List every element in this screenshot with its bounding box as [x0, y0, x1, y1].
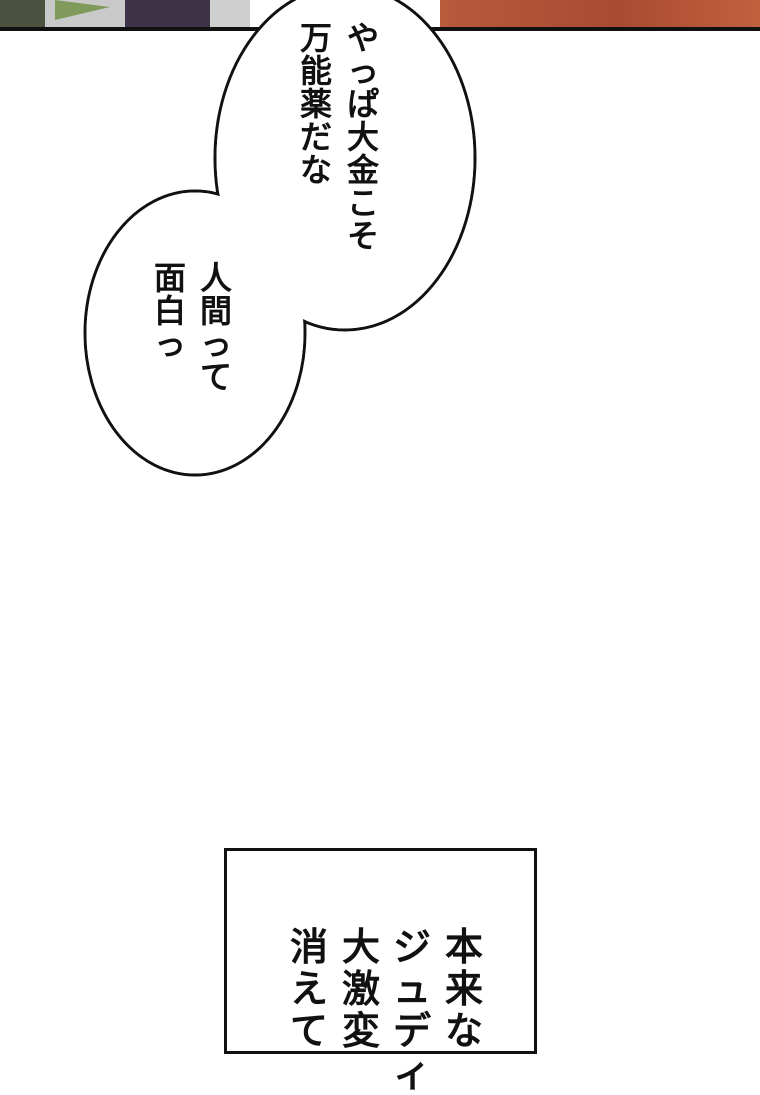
art-grey-2 [210, 0, 250, 27]
narration-line-3: 大激変 [341, 924, 380, 1053]
narration-line-2: ジュディ [392, 924, 431, 1095]
bubble-2-line-2: 面白っ [153, 259, 186, 363]
art-dark-green [0, 0, 45, 27]
narration-line-1: 本来な [444, 924, 483, 1053]
bubble-1-line-2: 万能薬だな [299, 19, 332, 189]
bubble-2-line-1: 人間って [199, 259, 232, 396]
bubble-1-line-1: やっぱ大金こそ [346, 19, 379, 255]
speech-bubbles [83, 0, 477, 477]
art-purple [125, 0, 210, 27]
narration-box [224, 848, 537, 1054]
narration-line-4: 消えて [289, 924, 328, 1053]
art-orange [440, 0, 760, 27]
